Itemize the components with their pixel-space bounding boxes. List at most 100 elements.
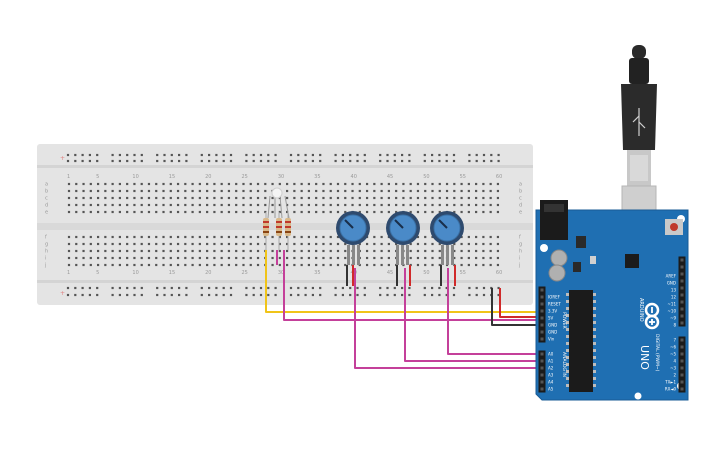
breadboard-hole[interactable] <box>315 210 318 214</box>
breadboard-hole[interactable] <box>460 235 463 239</box>
rail-hole[interactable] <box>66 159 70 163</box>
breadboard-hole[interactable] <box>307 256 311 260</box>
header-pin[interactable] <box>540 316 544 320</box>
rail-hole[interactable] <box>215 159 218 163</box>
rail-hole[interactable] <box>289 286 293 290</box>
header-pin[interactable] <box>540 373 544 377</box>
breadboard-hole[interactable] <box>96 263 100 267</box>
breadboard-hole[interactable] <box>278 242 281 246</box>
rail-hole[interactable] <box>438 293 441 297</box>
breadboard-hole[interactable] <box>220 182 223 186</box>
rail-hole[interactable] <box>452 159 456 163</box>
rail-hole[interactable] <box>363 286 366 290</box>
breadboard-hole[interactable] <box>322 189 325 193</box>
breadboard-hole[interactable] <box>169 196 172 200</box>
breadboard-hole[interactable] <box>220 263 223 267</box>
breadboard-hole[interactable] <box>198 249 201 253</box>
rail-hole[interactable] <box>163 293 166 297</box>
breadboard-hole[interactable] <box>249 189 252 193</box>
rail-hole[interactable] <box>222 159 225 163</box>
breadboard-hole[interactable] <box>264 235 267 239</box>
breadboard-hole[interactable] <box>75 182 78 186</box>
rail-hole[interactable] <box>215 153 218 157</box>
breadboard-hole[interactable] <box>140 210 143 214</box>
rail-hole[interactable] <box>88 286 91 290</box>
breadboard-hole[interactable] <box>315 196 318 200</box>
breadboard-hole[interactable] <box>467 196 470 200</box>
rail-hole[interactable] <box>438 286 441 290</box>
rail-hole[interactable] <box>379 286 382 290</box>
breadboard-hole[interactable] <box>111 263 114 267</box>
breadboard-hole[interactable] <box>133 249 136 253</box>
breadboard-hole[interactable] <box>438 189 441 193</box>
breadboard-hole[interactable] <box>75 235 78 239</box>
breadboard-hole[interactable] <box>467 235 470 239</box>
breadboard-hole[interactable] <box>242 263 245 267</box>
breadboard-hole[interactable] <box>489 210 492 214</box>
breadboard-hole[interactable] <box>409 249 412 253</box>
breadboard-hole[interactable] <box>380 182 383 186</box>
breadboard-hole[interactable] <box>453 196 456 200</box>
rail-hole[interactable] <box>401 286 404 290</box>
breadboard-hole[interactable] <box>387 210 390 214</box>
rail-hole[interactable] <box>252 153 255 157</box>
breadboard-hole[interactable] <box>82 256 85 260</box>
rail-hole[interactable] <box>341 153 344 157</box>
breadboard-hole[interactable] <box>460 256 463 260</box>
breadboard-hole[interactable] <box>162 242 165 246</box>
breadboard-hole[interactable] <box>191 256 194 260</box>
breadboard-hole[interactable] <box>402 189 405 193</box>
rail-hole[interactable] <box>156 159 159 163</box>
rail-hole[interactable] <box>438 153 441 157</box>
rail-hole[interactable] <box>497 159 500 163</box>
breadboard-hole[interactable] <box>278 263 281 267</box>
breadboard-hole[interactable] <box>482 210 485 214</box>
breadboard-hole[interactable] <box>293 242 296 246</box>
breadboard-hole[interactable] <box>227 242 231 246</box>
breadboard-hole[interactable] <box>140 182 143 186</box>
breadboard-hole[interactable] <box>344 196 347 200</box>
breadboard-hole[interactable] <box>336 196 340 200</box>
potentiometer-2[interactable] <box>386 211 420 265</box>
breadboard-hole[interactable] <box>475 242 478 246</box>
rail-hole[interactable] <box>74 153 77 157</box>
breadboard-hole[interactable] <box>191 182 194 186</box>
breadboard-hole[interactable] <box>467 189 470 193</box>
breadboard-hole[interactable] <box>111 182 114 186</box>
breadboard-hole[interactable] <box>475 196 478 200</box>
breadboard-hole[interactable] <box>329 203 332 207</box>
breadboard-hole[interactable] <box>373 249 376 253</box>
breadboard-hole[interactable] <box>249 249 252 253</box>
breadboard-hole[interactable] <box>155 203 158 207</box>
breadboard-hole[interactable] <box>460 189 463 193</box>
header-pin[interactable] <box>680 321 684 325</box>
wire-magenta-a0[interactable] <box>447 268 540 355</box>
breadboard-hole[interactable] <box>82 196 85 200</box>
breadboard-hole[interactable] <box>278 235 281 239</box>
rail-hole[interactable] <box>438 159 441 163</box>
breadboard-hole[interactable] <box>409 189 412 193</box>
breadboard-hole[interactable] <box>162 263 165 267</box>
breadboard-hole[interactable] <box>227 249 231 253</box>
breadboard-hole[interactable] <box>140 235 143 239</box>
breadboard-hole[interactable] <box>242 203 245 207</box>
rail-hole[interactable] <box>341 293 344 297</box>
breadboard-hole[interactable] <box>75 242 78 246</box>
breadboard-hole[interactable] <box>82 210 85 214</box>
rail-hole[interactable] <box>393 293 396 297</box>
rail-hole[interactable] <box>111 159 114 163</box>
breadboard-hole[interactable] <box>147 256 151 260</box>
breadboard-hole[interactable] <box>271 242 274 246</box>
rail-hole[interactable] <box>88 293 91 297</box>
rail-hole[interactable] <box>81 159 84 163</box>
rail-hole[interactable] <box>475 293 478 297</box>
breadboard-hole[interactable] <box>147 210 151 214</box>
breadboard-hole[interactable] <box>133 235 136 239</box>
breadboard-hole[interactable] <box>358 242 361 246</box>
breadboard-hole[interactable] <box>322 263 325 267</box>
breadboard-hole[interactable] <box>104 249 107 253</box>
breadboard-hole[interactable] <box>67 203 71 207</box>
breadboard-hole[interactable] <box>307 235 311 239</box>
breadboard-hole[interactable] <box>438 249 441 253</box>
